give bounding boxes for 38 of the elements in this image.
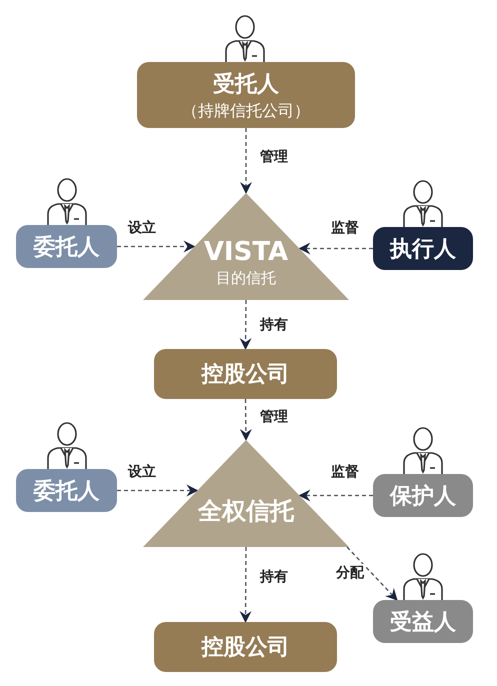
dashed-arrow — [240, 547, 252, 623]
dashed-arrow — [298, 242, 373, 254]
node-title: 控股公司 — [202, 361, 290, 389]
node-title: VISTA — [204, 237, 288, 267]
dashed-arrow — [240, 128, 252, 194]
node-title: 保护人 — [390, 482, 456, 510]
node-title: 受益人 — [390, 608, 456, 636]
dashed-arrow — [117, 240, 196, 252]
role-box — [154, 622, 337, 672]
dashed-arrow — [240, 300, 252, 350]
node-title: 执行人 — [390, 236, 456, 264]
node-title: 委托人 — [34, 478, 100, 506]
dashed-arrow — [298, 490, 373, 502]
node-subtitle: （持牌信托公司） — [182, 100, 310, 122]
node-title: 全权信托 — [198, 496, 294, 527]
edge-label: 监督 — [329, 463, 361, 481]
edge-label: 持有 — [258, 568, 290, 586]
role-box — [373, 474, 473, 517]
edge-label: 监督 — [329, 219, 361, 237]
dashed-arrow — [240, 399, 252, 441]
node-title: 受托人 — [213, 70, 279, 98]
node-subtitle: 目的信托 — [216, 269, 276, 288]
node-title: 控股公司 — [202, 634, 290, 662]
role-box — [16, 469, 117, 512]
role-box — [16, 225, 117, 268]
role-box — [373, 227, 473, 270]
edge-label: 管理 — [258, 408, 290, 426]
role-box — [137, 62, 355, 128]
dashed-arrow — [117, 484, 198, 496]
edge-label: 设立 — [126, 219, 158, 237]
edge-label: 设立 — [126, 463, 158, 481]
dashed-arrow — [346, 546, 398, 601]
edge-label: 管理 — [258, 148, 290, 166]
edge-label: 分配 — [334, 564, 366, 582]
role-box — [373, 600, 473, 643]
role-box — [154, 349, 337, 399]
node-title: 委托人 — [34, 234, 100, 262]
edge-label: 持有 — [258, 316, 290, 334]
